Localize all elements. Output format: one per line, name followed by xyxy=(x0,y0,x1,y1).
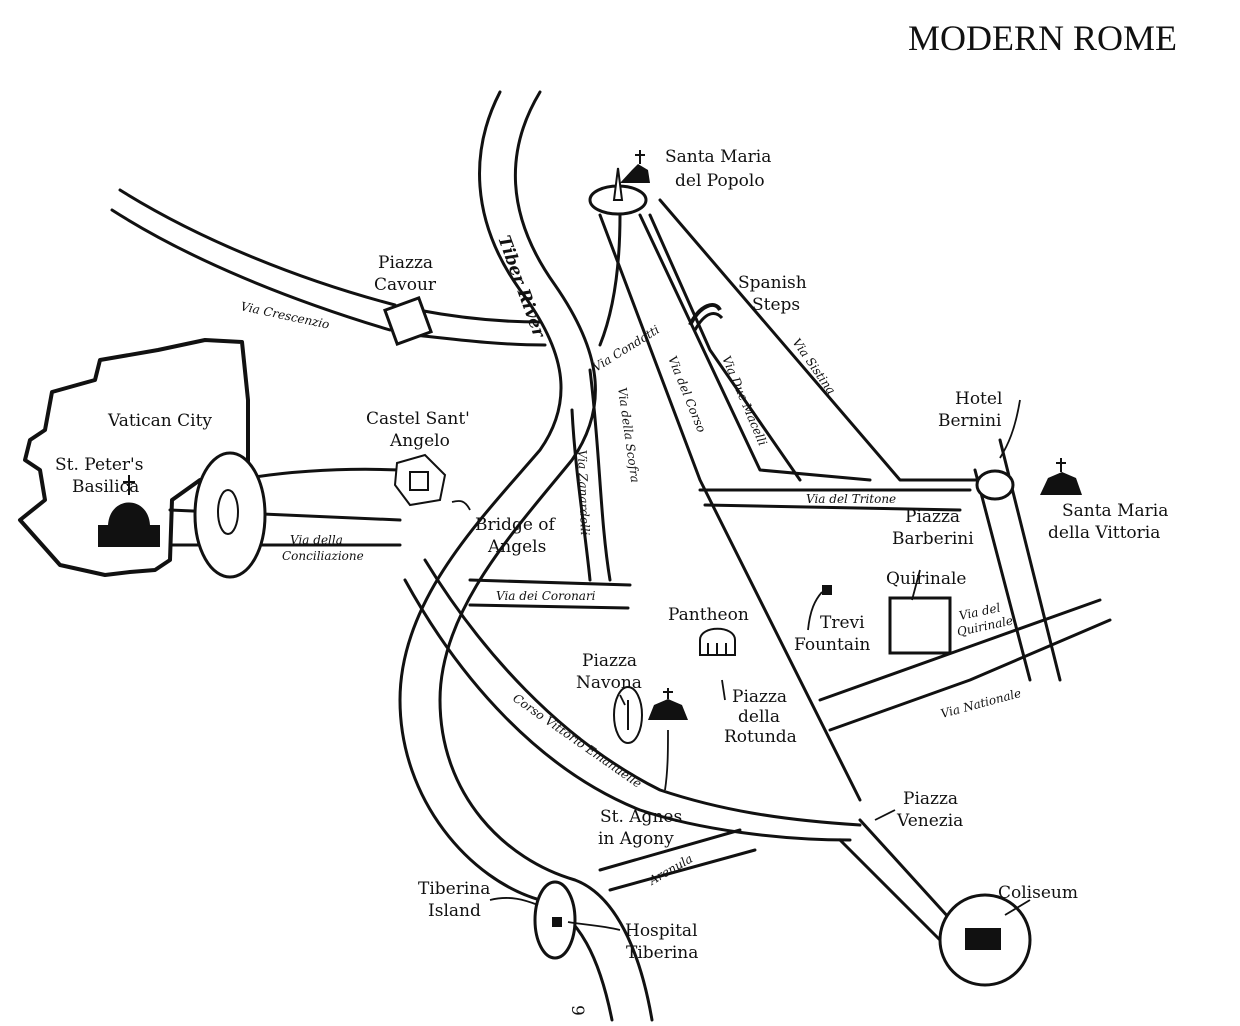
street-via-crescenzio: Via Crescenzio xyxy=(239,299,330,331)
page-number: 9 xyxy=(567,1005,587,1016)
label-spanish-steps-1: Spanish xyxy=(738,273,807,293)
label-hospital-2: Tiberina xyxy=(626,943,698,963)
street-conciliazione-2: Conciliazione xyxy=(282,549,364,563)
santa-maria-popolo-icon xyxy=(588,150,650,216)
label-tiberina-1: Tiberina xyxy=(418,879,490,899)
label-quirinale: Quirinale xyxy=(886,569,966,589)
street-via-dei-coronari: Via dei Coronari xyxy=(496,589,596,603)
vatican-boundary xyxy=(18,338,250,577)
label-navona-2: Navona xyxy=(576,673,642,693)
street-via-del-corso: Via del Corso xyxy=(665,354,708,435)
street-via-zanardelli: Via Zanardelli xyxy=(575,450,592,536)
trevi-fountain-icon xyxy=(822,585,832,595)
label-castel-1: Castel Sant' xyxy=(366,409,470,429)
label-trevi-1: Trevi xyxy=(820,613,865,633)
label-barberini-2: Barberini xyxy=(892,529,974,549)
label-hotel-bernini-2: Bernini xyxy=(938,411,1002,431)
label-bridge-2: Angels xyxy=(487,537,546,557)
label-rotunda-1: Piazza xyxy=(732,687,787,707)
coliseum-icon xyxy=(965,928,1001,950)
street-via-sistina: Via Sistina xyxy=(790,336,839,397)
label-agnes-2: in Agony xyxy=(598,829,674,849)
street-conciliazione-1: Via della xyxy=(290,533,343,547)
label-smv-2: della Vittoria xyxy=(1048,523,1160,543)
label-vatican-city: Vatican City xyxy=(107,411,212,431)
label-venezia-1: Piazza xyxy=(903,789,958,809)
label-arrows xyxy=(451,399,1031,931)
label-hospital-1: Hospital xyxy=(625,921,698,941)
piazza-navona-icon xyxy=(613,686,643,744)
street-via-del-tritone: Via del Tritone xyxy=(806,492,896,506)
street-via-della-scofra: Via della Scofra xyxy=(615,386,642,483)
label-hotel-bernini-1: Hotel xyxy=(955,389,1002,409)
st-agnes-icon xyxy=(648,688,688,720)
label-pantheon: Pantheon xyxy=(668,605,749,625)
st-peters-icon xyxy=(98,475,160,547)
label-agnes-1: St. Agnes xyxy=(600,807,682,827)
hospital-tiberina-icon xyxy=(552,917,562,927)
label-navona-1: Piazza xyxy=(582,651,637,671)
spanish-steps-icon xyxy=(688,303,724,331)
label-smv-1: Santa Maria xyxy=(1062,501,1168,521)
map-title: MODERN ROME xyxy=(908,18,1177,58)
hotel-bernini-icon xyxy=(975,469,1015,501)
place-labels: Santa Maria del Popolo Piazza Cavour Spa… xyxy=(55,147,1168,963)
pantheon-icon xyxy=(699,627,736,656)
label-piazza-cavour-1: Piazza xyxy=(378,253,433,273)
street-via-nationale: Via Nationale xyxy=(939,686,1022,721)
label-bridge-1: Bridge of xyxy=(475,515,557,535)
label-santa-maria-popolo-2: del Popolo xyxy=(675,171,765,191)
castel-sant-angelo-icon xyxy=(393,453,447,507)
label-coliseum: Coliseum xyxy=(998,883,1078,903)
label-st-peters-1: St. Peter's xyxy=(55,455,143,475)
santa-maria-vittoria-icon xyxy=(1040,458,1082,495)
label-castel-2: Angelo xyxy=(389,431,450,451)
label-venezia-2: Venezia xyxy=(896,811,963,831)
label-spanish-steps-2: Steps xyxy=(752,295,800,315)
label-st-peters-2: Basilica xyxy=(72,477,139,497)
label-rotunda-2: della xyxy=(738,707,780,727)
label-santa-maria-popolo-1: Santa Maria xyxy=(665,147,771,167)
label-piazza-cavour-2: Cavour xyxy=(374,275,437,295)
label-tiberina-2: Island xyxy=(428,901,481,921)
label-trevi-2: Fountain xyxy=(794,635,870,655)
label-rotunda-3: Rotunda xyxy=(724,727,797,747)
street-tiber-river: Tiber River xyxy=(493,233,549,341)
label-barberini-1: Piazza xyxy=(905,507,960,527)
